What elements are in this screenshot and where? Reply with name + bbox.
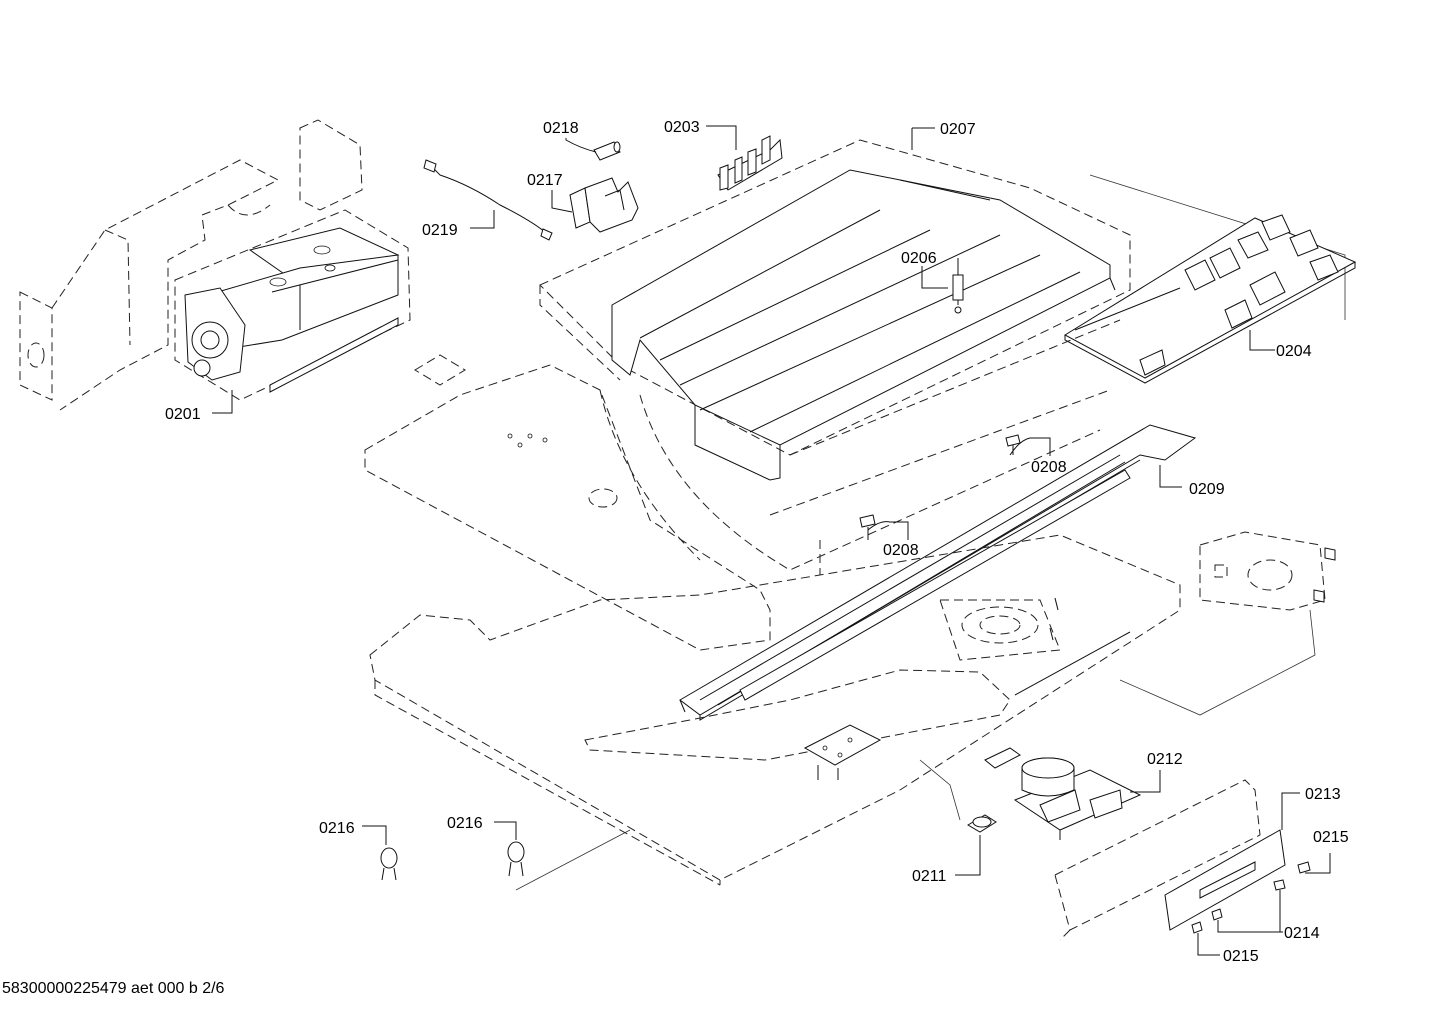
screw-0215-upper: [1297, 853, 1331, 874]
top-cover-0207: [539, 127, 1131, 456]
rear-plate: [1119, 531, 1336, 716]
callout-0211: 0211: [912, 868, 947, 885]
callout-0208-lower: 0208: [883, 542, 919, 559]
callout-0219: 0219: [422, 222, 458, 239]
control-board-0204: [1063, 174, 1357, 384]
callout-0204: 0204: [1276, 343, 1312, 360]
fuse-0218: [565, 138, 621, 161]
screw-0215-lower: [1191, 908, 1283, 956]
callout-0201: 0201: [165, 406, 201, 423]
fuse-holder-0217: [551, 177, 639, 233]
callout-0217: 0217: [527, 172, 563, 189]
thermal-cutout-0211: [919, 759, 997, 876]
grommet-0216-right: [494, 821, 631, 891]
sensor-0206: [921, 258, 964, 314]
callout-0213: 0213: [1305, 786, 1341, 803]
callout-0216-right: 0216: [447, 815, 483, 832]
callout-0209: 0209: [1189, 481, 1225, 498]
callout-0215-upper: 0215: [1313, 829, 1349, 846]
base-plate: [369, 534, 1181, 886]
document-code-footer: 58300000225479 aet 000 b 2/6: [2, 980, 225, 997]
callout-0208-upper: 0208: [1031, 459, 1067, 476]
callout-0216-left: 0216: [319, 820, 355, 837]
callout-0207: 0207: [940, 121, 976, 138]
top-plate: [611, 169, 1116, 481]
callout-0215-lower: 0215: [1223, 948, 1259, 965]
motor-switch-0212: [984, 747, 1161, 840]
rail-0209: [679, 424, 1197, 721]
callout-0203: 0203: [664, 119, 700, 136]
clip-0208-upper: [1005, 434, 1051, 456]
callout-0212: 0212: [1147, 751, 1183, 768]
terminal-strip-0203: [706, 125, 783, 191]
callout-0206: 0206: [901, 250, 937, 267]
grommet-0216-left: [362, 825, 398, 881]
clip-0208-lower: [859, 514, 909, 540]
middle-frame: [364, 319, 1121, 651]
callout-0218: 0218: [543, 120, 579, 137]
cable-0219: [423, 159, 553, 241]
side-bracket-0213: [1054, 779, 1300, 941]
bracket-plate: [803, 724, 882, 780]
fan-housing-0201: [19, 119, 411, 414]
callout-0214: 0214: [1284, 925, 1320, 942]
